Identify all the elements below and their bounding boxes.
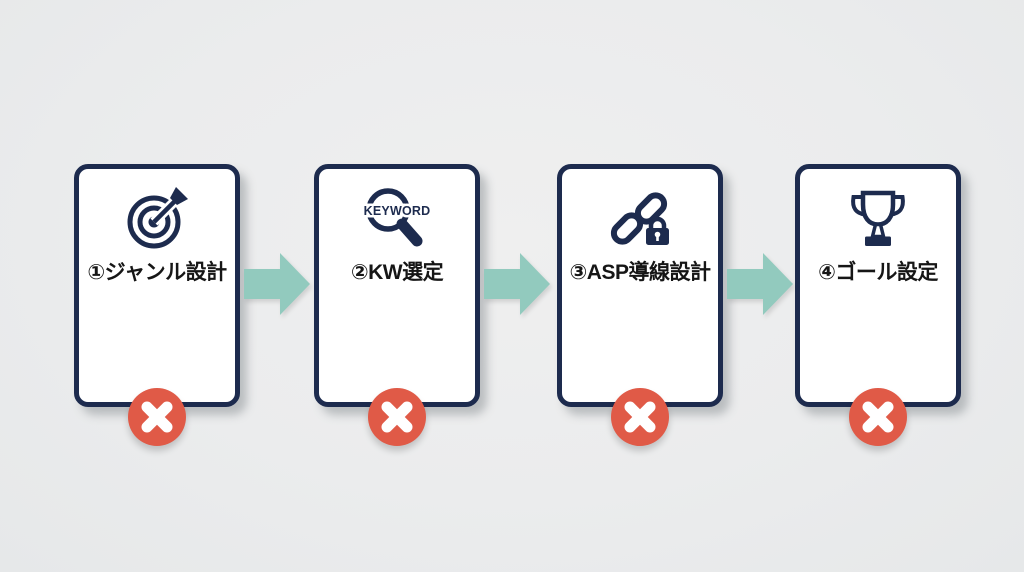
right-block-arrow-icon bbox=[244, 253, 310, 315]
step-card-genre-design: ①ジャンル設計 bbox=[74, 164, 240, 446]
chain-link-lock-icon bbox=[562, 185, 718, 253]
red-x-icon bbox=[611, 388, 669, 446]
step-card-goal-setting: ④ゴール設定 bbox=[795, 164, 961, 446]
step-card-asp-line-design: ③ASP導線設計 bbox=[557, 164, 723, 446]
red-x-icon bbox=[368, 388, 426, 446]
step-label: ④ゴール設定 bbox=[818, 261, 938, 284]
step-card-keyword-selection: KEYWORD ②KW選定 bbox=[314, 164, 480, 446]
right-block-arrow-icon bbox=[727, 253, 793, 315]
keyword-magnifier-icon: KEYWORD bbox=[319, 185, 475, 253]
step-label: ②KW選定 bbox=[350, 261, 444, 284]
red-x-icon bbox=[128, 388, 186, 446]
target-dart-icon bbox=[79, 185, 235, 253]
right-block-arrow-icon bbox=[484, 253, 550, 315]
trophy-icon bbox=[800, 185, 956, 253]
keyword-icon-text: KEYWORD bbox=[364, 204, 431, 218]
step-label: ③ASP導線設計 bbox=[569, 261, 711, 284]
step-label: ①ジャンル設計 bbox=[87, 261, 227, 284]
red-x-icon bbox=[849, 388, 907, 446]
